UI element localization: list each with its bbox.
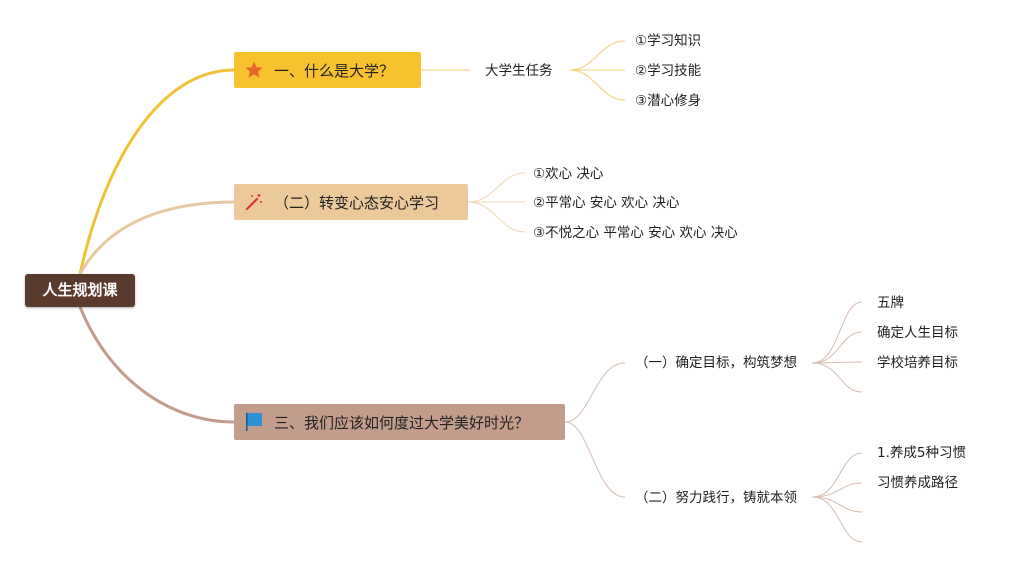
sub-node-practice[interactable]: （二）努力践行，铸就本领 xyxy=(635,490,797,506)
branch-label: （二）转变心态安心学习 xyxy=(274,193,440,212)
link-sub2-item4 xyxy=(811,496,863,543)
link-b2-item3 xyxy=(467,201,526,233)
sub-node-student-tasks[interactable]: 大学生任务 xyxy=(485,63,553,79)
root-node[interactable]: 人生规划课 xyxy=(25,274,135,307)
link-b1-item3 xyxy=(569,69,626,101)
link-b3-sub1 xyxy=(564,362,626,423)
list-item[interactable]: 1.养成5种习惯 xyxy=(877,445,966,461)
link-root-b2 xyxy=(78,200,235,275)
link-sub1-item3 xyxy=(811,361,863,364)
branch-how-to-spend-time[interactable]: 三、我们应该如何度过大学美好时光？ xyxy=(234,404,565,440)
link-sub2-item3 xyxy=(811,496,863,513)
branch-change-mindset[interactable]: （二）转变心态安心学习 xyxy=(234,184,468,220)
link-sub1-item2 xyxy=(811,331,863,364)
star-icon xyxy=(244,60,264,80)
link-sub1-item4 xyxy=(811,362,863,393)
link-root-b3 xyxy=(78,306,235,424)
sub-node-set-goals[interactable]: （一）确定目标，构筑梦想 xyxy=(635,355,797,371)
link-b1-item1 xyxy=(569,40,626,71)
branch-what-is-university[interactable]: 一、什么是大学？ xyxy=(234,52,421,88)
list-item[interactable]: ②学习技能 xyxy=(635,63,702,79)
list-item[interactable]: 五牌 xyxy=(877,295,904,311)
list-item[interactable]: 习惯养成路径 xyxy=(877,475,958,491)
list-item[interactable]: 确定人生目标 xyxy=(877,325,958,341)
branch-label: 一、什么是大学？ xyxy=(274,61,395,80)
branch-label: 三、我们应该如何度过大学美好时光？ xyxy=(274,413,530,432)
flag-icon xyxy=(244,412,264,432)
list-item[interactable]: ③潜心修身 xyxy=(635,93,702,109)
magic-wand-icon xyxy=(244,192,264,212)
link-sub2-item2 xyxy=(811,482,863,498)
list-item[interactable]: ③不悦之心 平常心 安心 欢心 决心 xyxy=(533,225,738,241)
link-root-b1 xyxy=(78,68,235,275)
link-b2-item1 xyxy=(467,172,526,203)
link-sub2-item1 xyxy=(811,452,863,498)
list-item[interactable]: ①学习知识 xyxy=(635,33,702,49)
list-item[interactable]: ②平常心 安心 欢心 决心 xyxy=(533,195,680,211)
list-item[interactable]: 学校培养目标 xyxy=(877,355,958,371)
link-b3-sub2 xyxy=(564,421,626,498)
list-item[interactable]: ①欢心 决心 xyxy=(533,166,604,182)
link-sub1-item1 xyxy=(811,301,863,364)
